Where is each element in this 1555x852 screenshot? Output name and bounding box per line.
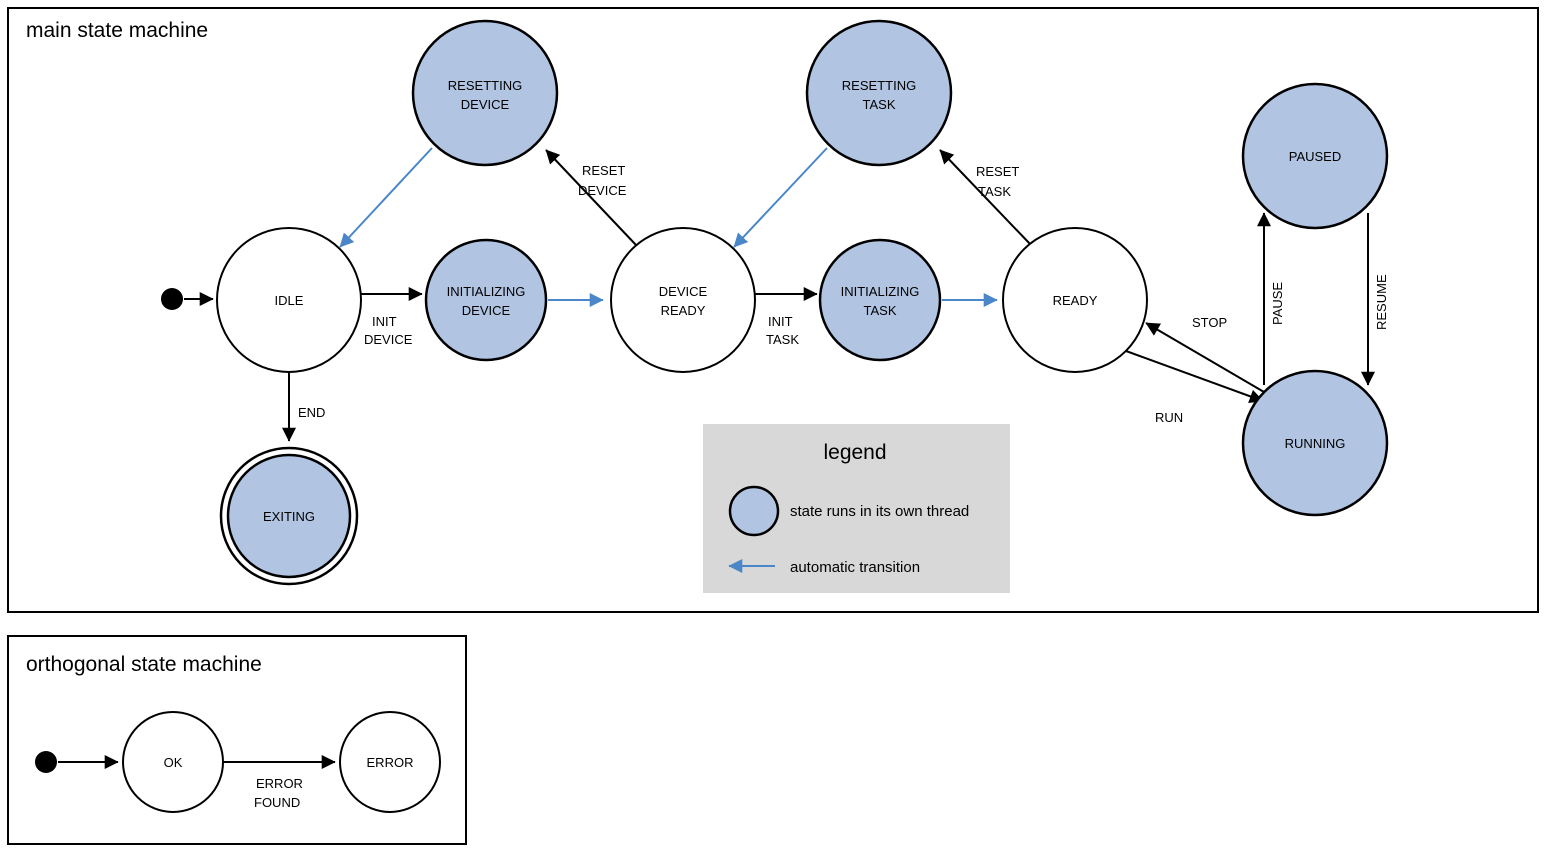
transition-label-error-found-line2: FOUND xyxy=(254,795,300,810)
transition-label-run: RUN xyxy=(1155,410,1183,425)
main-state-machine-frame: main state machine xyxy=(7,7,1539,613)
transition-label-init-device-line1: INIT xyxy=(372,314,397,329)
transition-label-stop: STOP xyxy=(1192,315,1227,330)
orthogonal-state-machine-frame: orthogonal state machine xyxy=(7,635,467,845)
legend-thread-swatch-icon xyxy=(728,485,780,537)
state-resetting-device[interactable]: RESETTING DEVICE xyxy=(411,19,559,167)
state-paused-shape[interactable] xyxy=(1241,82,1389,230)
transition-label-resume: RESUME xyxy=(1374,274,1389,330)
state-ok[interactable]: OK xyxy=(122,711,224,813)
orthogonal-states: OK ERROR xyxy=(35,711,441,813)
state-resetting-device-label-line1: RESETTING xyxy=(448,78,522,93)
state-device-ready-label-line1: DEVICE xyxy=(659,284,708,299)
transition-label-reset-device-line1: RESET xyxy=(582,163,625,178)
state-initializing-task-shape[interactable] xyxy=(818,238,942,362)
state-running[interactable]: RUNNING xyxy=(1241,369,1389,517)
state-idle-label: IDLE xyxy=(275,293,304,308)
transition-label-reset-task-line1: RESET xyxy=(976,164,1019,179)
state-resetting-device-label-line2: DEVICE xyxy=(461,97,510,112)
state-exiting-label: EXITING xyxy=(263,509,315,524)
main-transitions: INIT DEVICE RESET DEVICE INIT TASK RESET… xyxy=(184,147,1389,442)
state-ready-shape[interactable] xyxy=(1002,227,1148,373)
transition-device-ready-to-resetting-device xyxy=(545,149,637,246)
state-initializing-device-label-line2: DEVICE xyxy=(462,303,511,318)
transition-label-init-device-line2: DEVICE xyxy=(364,332,413,347)
state-initializing-task-label-line1: INITIALIZING xyxy=(841,284,920,299)
main-states: IDLE INITIALIZING DEVICE RESETTING DEVIC… xyxy=(161,19,1389,586)
state-ready-label: READY xyxy=(1053,293,1098,308)
transition-label-reset-task-line2: TASK xyxy=(978,184,1011,199)
state-exiting-shape[interactable] xyxy=(226,453,352,579)
orthogonal-transitions: ERROR FOUND xyxy=(58,755,336,810)
state-resetting-task-label-line1: RESETTING xyxy=(842,78,916,93)
state-device-ready[interactable]: DEVICE READY xyxy=(610,227,756,373)
state-device-ready-shape[interactable] xyxy=(610,227,756,373)
state-idle-shape[interactable] xyxy=(216,227,362,373)
state-resetting-device-shape[interactable] xyxy=(411,19,559,167)
state-paused-label: PAUSED xyxy=(1289,149,1342,164)
state-device-ready-label-line2: READY xyxy=(661,303,706,318)
state-error[interactable]: ERROR xyxy=(339,711,441,813)
state-initializing-task-label-line2: TASK xyxy=(864,303,897,318)
state-initializing-device-label-line1: INITIALIZING xyxy=(447,284,526,299)
orthogonal-frame-border xyxy=(7,635,467,845)
legend-title: legend xyxy=(823,441,886,464)
state-error-label: ERROR xyxy=(367,755,414,770)
legend-automatic-text: automatic transition xyxy=(790,559,920,576)
state-initializing-device-shape[interactable] xyxy=(424,238,548,362)
main-frame-title: main state machine xyxy=(26,19,208,42)
state-error-shape[interactable] xyxy=(339,711,441,813)
transition-label-error-found-line1: ERROR xyxy=(256,776,303,791)
state-resetting-task[interactable]: RESETTING TASK xyxy=(805,19,953,167)
state-resetting-task-shape[interactable] xyxy=(805,19,953,167)
state-initializing-task[interactable]: INITIALIZING TASK xyxy=(818,238,942,362)
transition-resetting-task-to-device-ready xyxy=(733,147,828,248)
state-paused[interactable]: PAUSED xyxy=(1241,82,1389,230)
state-running-shape[interactable] xyxy=(1241,369,1389,517)
initial-pseudostate xyxy=(161,288,183,310)
state-initializing-device[interactable]: INITIALIZING DEVICE xyxy=(424,238,548,362)
transition-label-end: END xyxy=(298,405,325,420)
state-idle[interactable]: IDLE xyxy=(216,227,362,373)
state-ready[interactable]: READY xyxy=(1002,227,1148,373)
state-resetting-task-label-line2: TASK xyxy=(863,97,896,112)
state-ok-label: OK xyxy=(164,755,183,770)
transition-resetting-device-to-idle xyxy=(339,147,433,248)
transition-ready-to-running xyxy=(1125,350,1264,404)
transition-label-reset-device-line2: DEVICE xyxy=(578,183,627,198)
legend: legend state runs in its own thread auto… xyxy=(703,424,1010,593)
state-running-label: RUNNING xyxy=(1285,436,1346,451)
transition-label-init-task-line2: TASK xyxy=(766,332,799,347)
transition-ready-to-resetting-task xyxy=(939,149,1032,246)
transition-running-to-ready xyxy=(1145,322,1265,393)
state-exiting[interactable]: EXITING xyxy=(219,446,359,586)
transition-label-init-task-line1: INIT xyxy=(768,314,793,329)
main-frame-border xyxy=(7,7,1539,613)
orthogonal-frame-title: orthogonal state machine xyxy=(26,653,262,676)
transition-label-pause: PAUSE xyxy=(1270,282,1285,325)
state-ok-shape[interactable] xyxy=(122,711,224,813)
orthogonal-initial-pseudostate xyxy=(35,751,57,773)
legend-thread-text: state runs in its own thread xyxy=(790,503,969,520)
